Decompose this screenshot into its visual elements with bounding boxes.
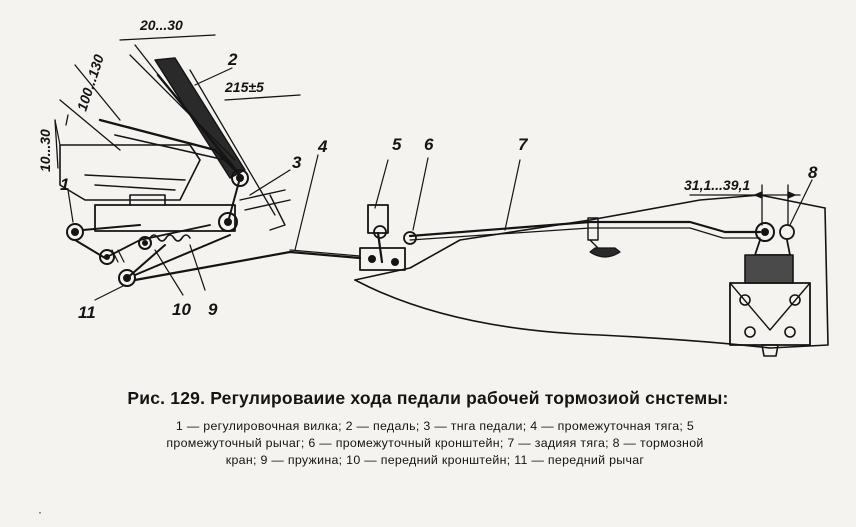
intermediate-rod [133, 249, 362, 282]
brake-valve [729, 222, 811, 357]
front-linkage-assembly [66, 194, 236, 287]
callout-5: 5 [392, 135, 402, 154]
stray-mark: · [424, 377, 428, 380]
cab-floor-panel [54, 119, 201, 201]
callout-6: 6 [424, 135, 434, 154]
dim-label-215: 215±5 [224, 79, 264, 95]
dim-label-20-30: 20...30 [139, 17, 183, 33]
figure-caption-title: Рис. 129. Регулироваиие хода педали рабо… [127, 388, 729, 408]
legend-line-2: промежуточный рычаг; 6 — промежуточный к… [166, 436, 704, 450]
rear-rod [408, 217, 762, 258]
callout-4: 4 [317, 137, 328, 156]
intermediate-lever-and-bracket [359, 204, 417, 271]
callout-2: 2 [227, 50, 238, 69]
dim-label-100-130: 100...130 [74, 52, 107, 113]
callout-8: 8 [808, 163, 818, 182]
figure-caption-legend: 1 — регулировочная вилка; 2 — педаль; 3 … [40, 418, 830, 469]
valve-stroke-dimension [689, 184, 801, 226]
callout-11: 11 [78, 303, 96, 322]
brake-pedal [98, 57, 246, 179]
callout-3: 3 [292, 153, 302, 172]
callout-1: 1 [60, 175, 69, 194]
callout-7: 7 [518, 135, 529, 154]
callout-9: 9 [208, 300, 218, 319]
callout-10: 10 [172, 300, 191, 319]
legend-line-3: кран; 9 — пружина; 10 — передний кронште… [225, 453, 645, 467]
dim-label-31-39: 31,1...39,1 [684, 177, 750, 193]
dim-label-10-30: 10...30 [37, 129, 53, 172]
stray-mark-bottom: · [38, 505, 42, 519]
legend-line-1: 1 — регулировочная вилка; 2 — педаль; 3 … [175, 419, 695, 433]
callout-leaders [67, 67, 813, 301]
pedal-travel-dimensions [54, 34, 301, 216]
pedal-pivot-assembly [218, 169, 291, 232]
brake-pedal-linkage-diagram: 20...30 100...130 215±5 10...30 31,1...3… [37, 17, 829, 380]
